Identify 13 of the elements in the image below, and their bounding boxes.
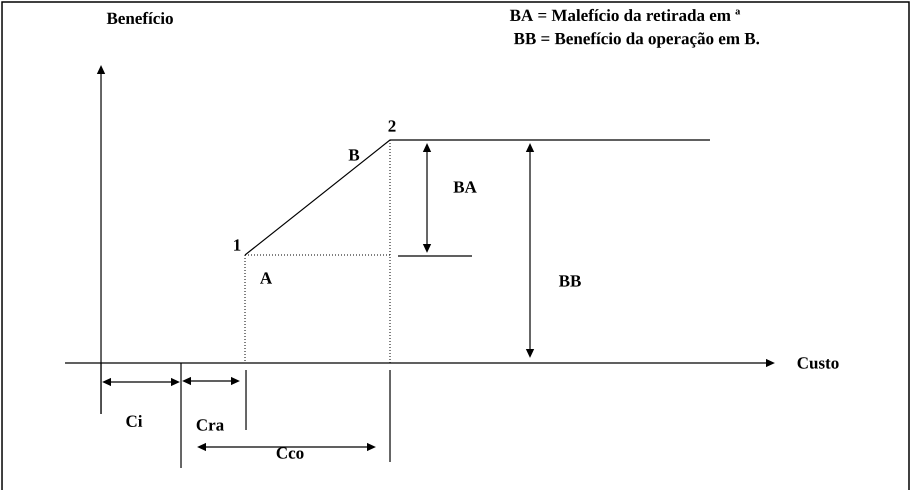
label: Cco [276, 447, 304, 459]
label: Benefício [106, 12, 173, 24]
label: Cra [196, 419, 224, 431]
label: BA [453, 181, 477, 193]
label: B [348, 149, 360, 161]
label: Ci [126, 415, 142, 427]
label: BB [558, 275, 581, 287]
label: 1 [234, 239, 240, 251]
label: A [260, 272, 272, 284]
label: BA = Malefício da retirada em ª [510, 8, 740, 22]
label: BB = Benefício da operação em B. [514, 32, 760, 48]
label: Custo [798, 357, 839, 369]
label: 2 [388, 120, 396, 132]
